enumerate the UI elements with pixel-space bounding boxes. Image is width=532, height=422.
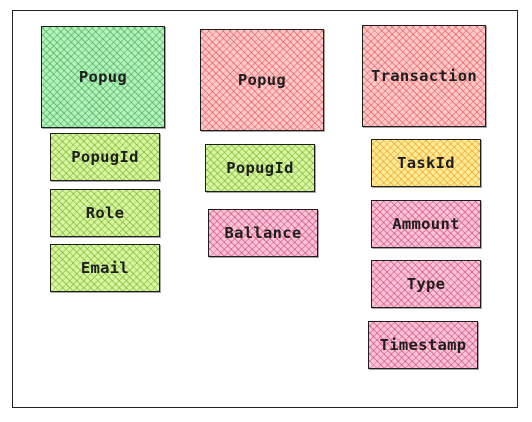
- entity-title: Popug: [78, 68, 128, 86]
- diagram-frame: [12, 10, 518, 408]
- field-label: Role: [85, 204, 125, 222]
- field-type: Type: [371, 260, 481, 308]
- field-label: Ammount: [392, 215, 460, 233]
- field-label: Email: [80, 259, 130, 277]
- field-label: PopugId: [226, 159, 294, 177]
- field-role: Role: [50, 189, 160, 237]
- field-popugid: PopugId: [205, 144, 315, 192]
- entity-title: Transaction: [371, 67, 477, 85]
- entity-transaction-header: Transaction: [362, 25, 486, 127]
- field-timestamp: Timestamp: [368, 321, 478, 369]
- field-ammount: Ammount: [371, 200, 481, 248]
- field-label: PopugId: [71, 148, 139, 166]
- field-popugid: PopugId: [50, 133, 160, 181]
- field-ballance: Ballance: [208, 209, 318, 257]
- field-label: Type: [406, 275, 446, 293]
- field-label: Timestamp: [379, 336, 467, 354]
- field-taskid: TaskId: [371, 139, 481, 187]
- entity-popug-auth-header: Popug: [41, 26, 165, 128]
- field-email: Email: [50, 244, 160, 292]
- field-label: TaskId: [397, 154, 455, 172]
- field-label: Ballance: [224, 224, 302, 242]
- entity-title: Popug: [237, 71, 287, 89]
- entity-popug-billing-header: Popug: [200, 29, 324, 131]
